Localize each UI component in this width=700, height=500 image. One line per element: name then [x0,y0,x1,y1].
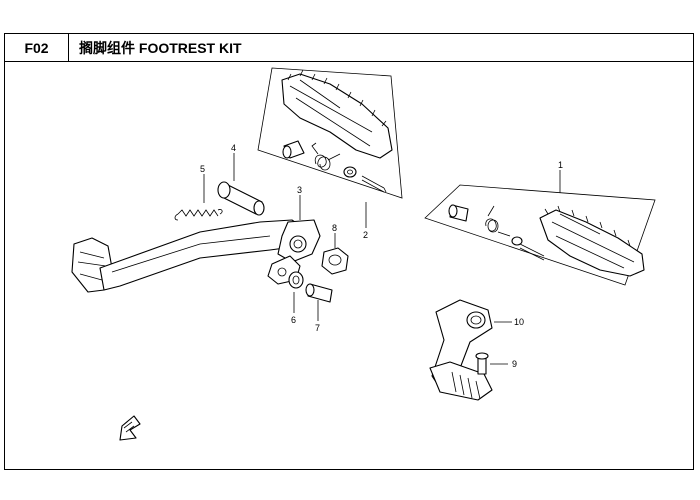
brake-pedal-bore [289,235,307,253]
washer-right [511,236,523,246]
washer-left-hole [347,169,353,175]
callout-10: 10 [514,317,524,327]
diagram-header: F02 搁脚组件 FOOTREST KIT [5,34,693,62]
return-spring [174,174,223,221]
brake-pedal [71,195,321,293]
callout-2: 2 [363,230,368,240]
footpeg-left [281,69,393,159]
front-arrow-icon [119,415,141,441]
callout-8: 8 [332,223,337,233]
shift-lever-bore [466,311,486,329]
footpeg-right [539,205,645,277]
pivot-sleeve [217,153,265,216]
shift-lever [429,299,512,401]
pedal-bolt [305,283,333,321]
callout-7: 7 [315,323,320,333]
pin-left [282,140,305,159]
cotter-pin-left [361,175,387,193]
washer-left [343,166,357,178]
flange-nut [321,233,349,275]
callout-9: 9 [512,359,517,369]
spring-left [311,142,341,171]
section-code: F02 [5,34,69,61]
spring-right [485,205,511,237]
kit-2-boundary [257,67,403,199]
part-1-kit-group [424,170,656,286]
callout-3: 3 [297,185,302,195]
callout-4: 4 [231,143,236,153]
cotter-pin-right [519,243,545,261]
kit-1-boundary [424,184,656,286]
section-title: 搁脚组件 FOOTREST KIT [79,39,242,56]
callout-1: 1 [558,160,563,170]
callout-5: 5 [200,164,205,174]
diagram-frame: F02 搁脚组件 FOOTREST KIT [4,33,694,470]
bushing-washer [288,271,304,313]
part-2-kit-group [257,67,403,228]
pin-right [448,204,469,222]
callout-6: 6 [291,315,296,325]
shift-bolt [475,352,508,375]
